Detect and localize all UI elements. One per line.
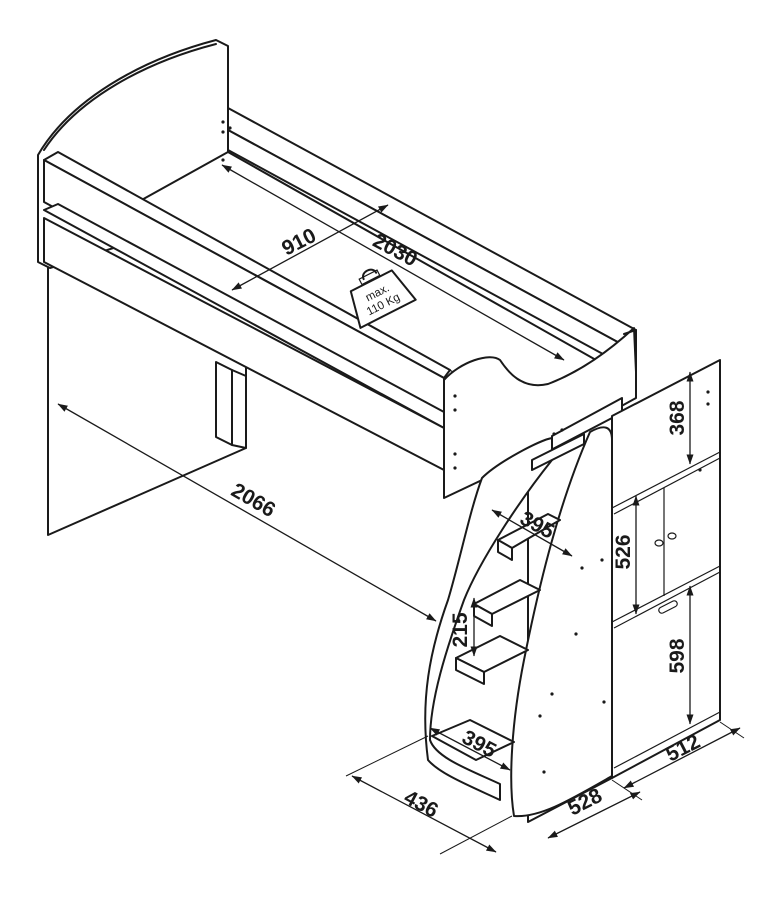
dimension-lines bbox=[57, 164, 745, 855]
dim-395-top-line bbox=[491, 509, 573, 557]
dim-436-line bbox=[351, 775, 497, 853]
dim-2030-line bbox=[221, 164, 565, 361]
middle-support-panel bbox=[215, 361, 247, 449]
dim-395-bottom-line bbox=[429, 727, 511, 771]
dim-215-label: 215 bbox=[449, 612, 472, 647]
dim-512-line bbox=[623, 727, 741, 789]
dim-528-line bbox=[547, 791, 641, 839]
dim-526-label: 526 bbox=[612, 534, 635, 569]
assembly-holes bbox=[221, 120, 710, 774]
dim-2066-line bbox=[57, 403, 437, 622]
dim-436-label: 436 bbox=[400, 786, 442, 823]
dim-598-label: 598 bbox=[666, 638, 689, 673]
dim-368-label: 368 bbox=[666, 400, 689, 435]
